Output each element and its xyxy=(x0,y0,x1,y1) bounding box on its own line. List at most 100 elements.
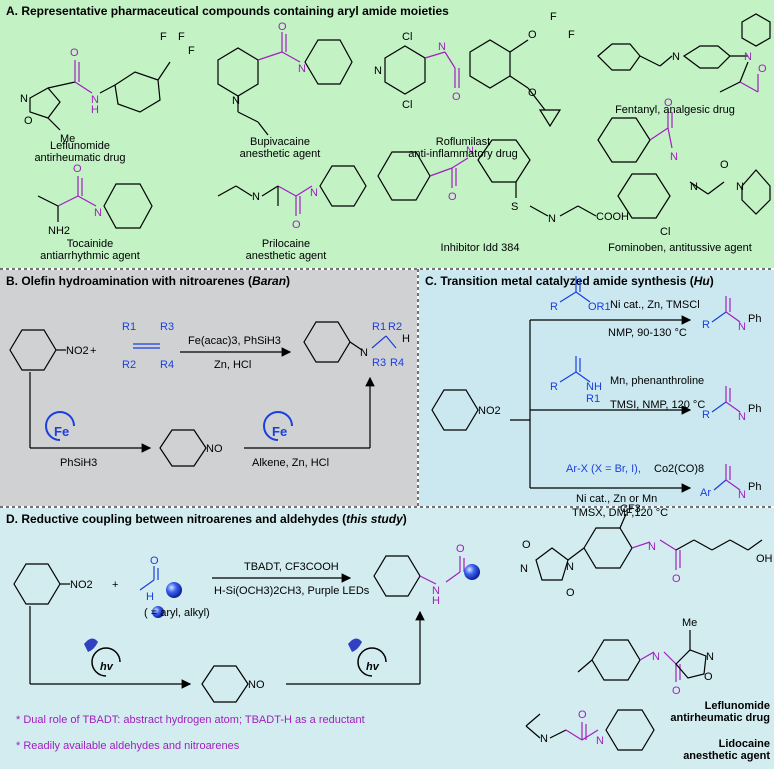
atom-o: O xyxy=(70,47,79,59)
toca-o: O xyxy=(73,163,82,175)
fent-n1: N xyxy=(672,51,680,63)
fomi-cl: Cl xyxy=(660,226,670,238)
bupivacaine-structure xyxy=(217,32,353,136)
tocainide-structure xyxy=(37,176,153,229)
rofl-f1: F xyxy=(550,11,557,23)
d-plus: + xyxy=(112,579,118,591)
panel-b: B. Olefin hydroamination with nitroarene… xyxy=(0,270,417,506)
c-or1: OR1 xyxy=(588,301,611,313)
c-r1-sub: R1 xyxy=(586,393,600,405)
prilo-o: O xyxy=(292,219,301,231)
b-no: NO xyxy=(206,443,223,455)
d-bullet-1: * Dual role of TBADT: abstract hydrogen … xyxy=(16,714,365,726)
d-drug1-oh: OH xyxy=(756,553,773,565)
c-p3-ar: Ar xyxy=(700,487,711,499)
d-drug-lidocaine xyxy=(525,709,655,751)
panel-b-title: B. Olefin hydroamination with nitroarene… xyxy=(6,274,291,288)
d-drug1-o3: O xyxy=(566,587,575,599)
d-no: NO xyxy=(248,679,265,691)
c-cond2-top: Mn, phenanthroline xyxy=(610,375,704,387)
d-prod-n: N xyxy=(432,585,440,597)
c-p1-ph: Ph xyxy=(748,313,761,325)
d-o: O xyxy=(150,555,159,567)
d-reagents-bottom: H-Si(OCH3)2CH3, Purple LEDs xyxy=(214,585,370,597)
fomi-o2: O xyxy=(720,159,729,171)
idd-n: N xyxy=(466,145,474,157)
panel-a: A. Representative pharmaceutical compoun… xyxy=(0,0,774,268)
b-r3: R3 xyxy=(160,321,174,333)
c-r1-label: R xyxy=(550,301,558,313)
panel-b-scheme xyxy=(9,321,397,467)
fomi-nh: N xyxy=(670,151,678,163)
idd-s: S xyxy=(511,201,518,213)
caption-idd384: Inhibitor Idd 384 xyxy=(440,242,520,254)
atom-me: Me xyxy=(60,133,75,145)
b-no2: NO2 xyxy=(66,345,89,357)
c-p1-n: N xyxy=(738,321,746,333)
d-no2: NO2 xyxy=(70,579,93,591)
panel-a-title: A. Representative pharmaceutical compoun… xyxy=(6,4,449,18)
roflumilast-structure xyxy=(384,39,562,128)
b-product-nh: N xyxy=(360,347,368,359)
c-p2-n: N xyxy=(738,411,746,423)
fent-n2: N xyxy=(744,51,752,63)
atom-h: H xyxy=(91,104,99,116)
d-ball-note: ( = aryl, alkyl) xyxy=(144,607,210,619)
c-r2-label: R xyxy=(550,381,558,393)
atom-cf3-f2: F xyxy=(178,31,185,43)
c-p3-n: N xyxy=(738,489,746,501)
b-r4: R4 xyxy=(160,359,174,371)
c-p1-r: R xyxy=(702,319,710,331)
panel-d: D. Reductive coupling between nitroarene… xyxy=(0,508,774,769)
c-p2-r: R xyxy=(702,409,710,421)
d-drug2-me: Me xyxy=(682,617,697,629)
c-cond3-bottom: TMSX, DMF,120 °C xyxy=(572,507,668,519)
leflunomide-structure-a xyxy=(29,60,171,131)
b-step1: PhSiH3 xyxy=(60,457,97,469)
b-reagents-top: Fe(acac)3, PhSiH3 xyxy=(188,335,281,347)
b-r2: R2 xyxy=(122,359,136,371)
bupi-o: O xyxy=(278,21,287,33)
substituent-ball-product xyxy=(464,564,480,580)
rofl-f2: F xyxy=(568,29,575,41)
fomi-o: O xyxy=(664,97,673,109)
fe-cycle-1 xyxy=(45,411,75,441)
hv-label-2: hv xyxy=(366,661,380,673)
c-cond3-blue: Ar-X (X = Br, I), xyxy=(566,463,641,475)
panel-d-title: D. Reductive coupling between nitroarene… xyxy=(6,512,407,526)
c-nh: NH xyxy=(586,381,602,393)
c-p3-ph: Ph xyxy=(748,481,761,493)
idd-nh: N xyxy=(548,213,556,225)
c-cond1-bottom: NMP, 90-130 °C xyxy=(608,327,687,339)
d-drug3-n: N xyxy=(540,733,548,745)
substituent-ball-legend xyxy=(152,606,164,618)
d-drug-hydantoin xyxy=(535,513,763,581)
d-h: H xyxy=(146,591,154,603)
prilo-n: N xyxy=(310,187,318,199)
bupi-n: N xyxy=(298,63,306,75)
purple-led-icon xyxy=(84,638,362,652)
panel-c-title: C. Transition metal catalyzed amide synt… xyxy=(425,274,714,288)
fominoben-structure xyxy=(597,110,771,219)
rofl-o3: O xyxy=(528,87,537,99)
fent-o: O xyxy=(758,63,767,75)
c-cond2-bottom: TMSI, NMP, 120 °C xyxy=(610,399,705,411)
idd-cooh: COOH xyxy=(596,211,629,223)
c-cond3-black: Co2(CO)8 xyxy=(654,463,704,475)
panel-d-scheme xyxy=(13,555,465,703)
hv-label-1: hv xyxy=(100,661,114,673)
b-prod-r4: R4 xyxy=(390,357,404,369)
b-step2: Alkene, Zn, HCl xyxy=(252,457,329,469)
d-reagents-top: TBADT, CF3COOH xyxy=(244,561,339,573)
d-drug1-o: O xyxy=(672,573,681,585)
c-no2: NO2 xyxy=(478,405,501,417)
c-p2-ph: Ph xyxy=(748,403,761,415)
fe-label-1: Fe xyxy=(54,424,69,439)
b-r1: R1 xyxy=(122,321,136,333)
prilocaine-structure xyxy=(217,165,367,216)
